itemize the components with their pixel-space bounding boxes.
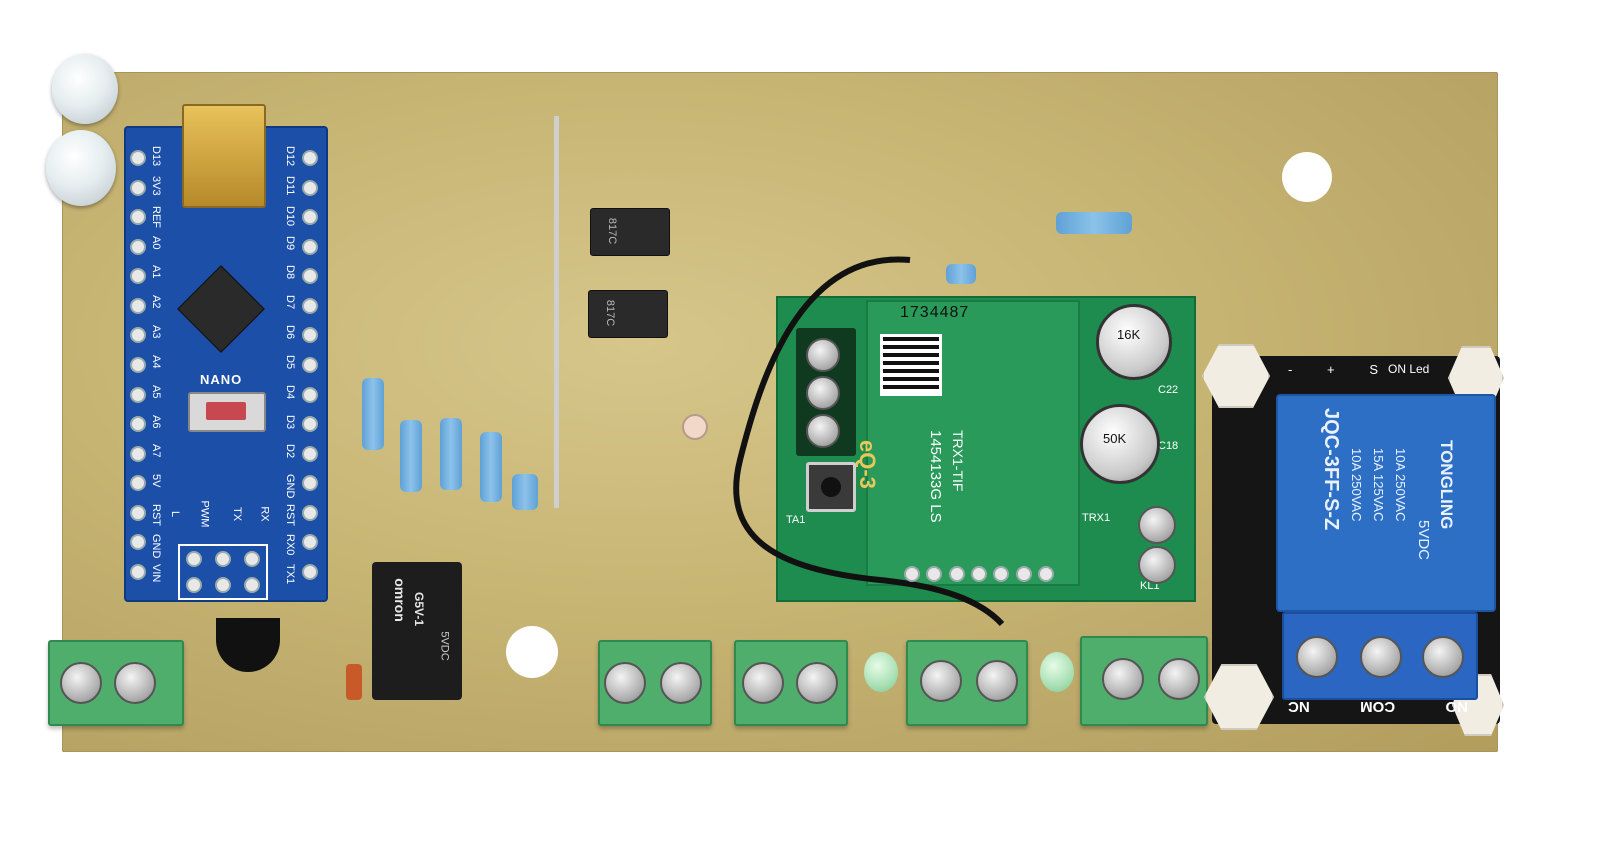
rf-label-trx1: TRX1: [1082, 512, 1111, 524]
rf-label-c18: C18: [1158, 440, 1179, 452]
terminal-4-screw-1: [920, 660, 962, 702]
resistor-5: [512, 474, 538, 510]
nano-pin-labels-left: D13 3V3 REF A0 A1 A2 A3 A4 A5 A6 A7 5V R…: [150, 146, 162, 583]
terminal-1-screw-1: [60, 662, 102, 704]
terminal-2-screw-1: [604, 662, 646, 704]
optocoupler-1: 817C: [590, 208, 670, 256]
terminal-3-screw-1: [742, 662, 784, 704]
relay-terminal-screw-1: [1296, 636, 1338, 678]
kl1-screw-1: [1138, 506, 1176, 544]
terminal-3-screw-2: [796, 662, 838, 704]
relay-body: [1276, 394, 1496, 612]
diode: [346, 664, 362, 700]
nano-pins-right: [302, 150, 318, 580]
relay-rating-1: 10A 250VAC: [1393, 448, 1408, 522]
omron-relay: omron G5V-1: [372, 562, 462, 700]
green-led-2: [1040, 652, 1074, 692]
nano-label: NANO: [200, 372, 243, 387]
resistor-1: [362, 378, 384, 450]
nano-pin-labels-right: D12 D11 D10 D9 D8 D7 D6 D5 D4 D3 D2 GND …: [284, 146, 296, 584]
rf-serial: 1734487: [900, 304, 970, 321]
mounting-hole-bottom: [506, 626, 558, 678]
kl1-screw-2: [1138, 546, 1176, 584]
relay-rating-2: 15A 125VAC: [1371, 448, 1386, 522]
rf-terminal-screw-1: [806, 338, 840, 372]
capacitor-1: 16K: [1096, 304, 1172, 380]
transistor: [216, 618, 280, 672]
nano-pins-left: [130, 150, 146, 580]
tactile-button: [806, 462, 856, 512]
rf-terminal-screw-3: [806, 414, 840, 448]
capacitor-2: 50K: [1080, 404, 1160, 484]
relay-terminal-labels: NO COM NC: [1288, 698, 1468, 715]
resistor-4: [480, 432, 502, 502]
nano-led-labels: L PWM TX RX: [169, 500, 271, 528]
terminal-5-screw-2: [1158, 658, 1200, 700]
rf-label-ta1: TA1: [786, 514, 806, 526]
white-led-top: [52, 54, 118, 124]
omron-voltage: 5VDC: [438, 631, 451, 661]
standoff-top-left: [1202, 344, 1270, 408]
terminal-5-screw-1: [1102, 658, 1144, 700]
relay-header-labels: - + S: [1288, 362, 1378, 377]
qr-code: [880, 334, 942, 396]
terminal-4-screw-2: [976, 660, 1018, 702]
resistor-2: [400, 420, 422, 492]
rf-terminal-screw-2: [806, 376, 840, 410]
relay-led-label: ON Led: [1388, 362, 1430, 376]
relay-terminal-screw-2: [1360, 636, 1402, 678]
icsp-header: [178, 544, 268, 600]
relay-rating-3: 10A 250VAC: [1349, 448, 1364, 522]
via-pad: [682, 414, 708, 440]
relay-voltage: 5VDC: [1415, 520, 1432, 561]
green-led-1: [864, 652, 898, 692]
rf-pin-header: [904, 566, 1054, 586]
resistor-6: [1056, 212, 1132, 234]
resistor-7: [946, 264, 976, 284]
rf-label-c22: C22: [1158, 384, 1179, 396]
black-wire: [733, 256, 1005, 627]
mounting-hole-top-right: [1282, 152, 1332, 202]
relay-brand: TONGLING: [1437, 440, 1456, 530]
resistor-3: [440, 418, 462, 490]
relay-terminal-screw-3: [1422, 636, 1464, 678]
usb-connector: [182, 104, 266, 208]
white-led-bottom: [46, 130, 116, 206]
relay-model: JQC-3FF-S-Z: [1320, 408, 1342, 531]
wire-jumper: [554, 116, 559, 508]
terminal-1-screw-2: [114, 662, 156, 704]
optocoupler-2: 817C: [588, 290, 668, 338]
terminal-2-screw-2: [660, 662, 702, 704]
reset-button: [188, 392, 266, 432]
